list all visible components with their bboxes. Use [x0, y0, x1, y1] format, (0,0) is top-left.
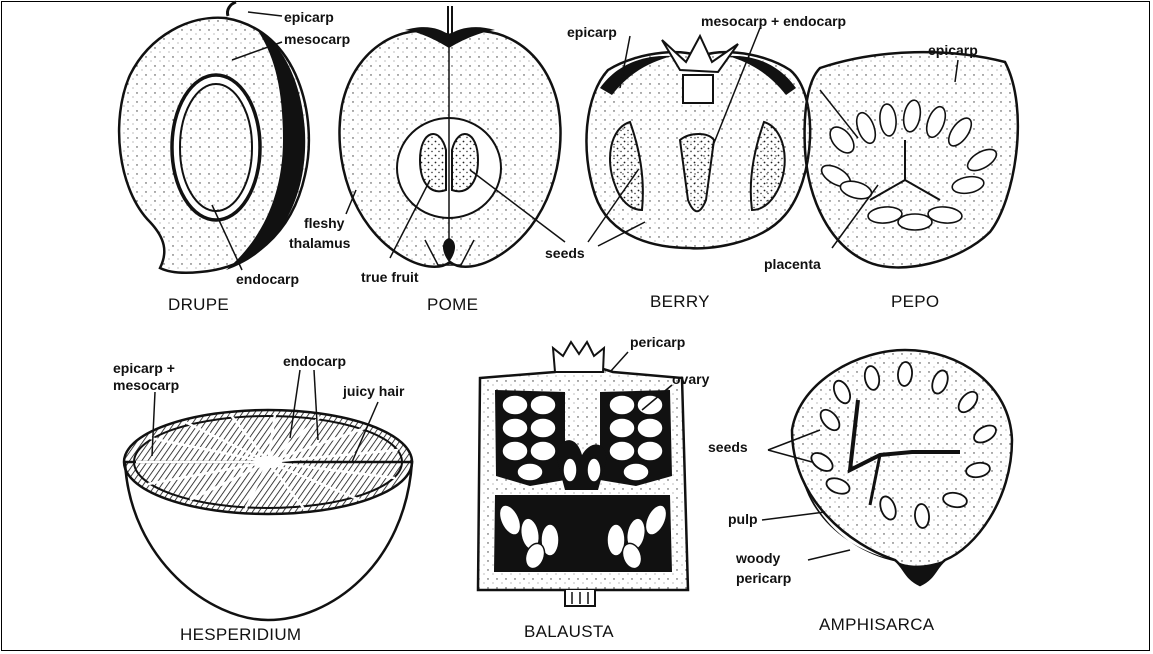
pome-true-fruit-label: true fruit	[361, 270, 419, 285]
amphisarca-name: AMPHISARCA	[819, 615, 934, 635]
balausta-pericarp-label: pericarp	[630, 335, 685, 350]
hesperidium-endocarp-label: endocarp	[283, 354, 346, 369]
amphisarca-pulp-label: pulp	[728, 512, 758, 527]
pome-thalamus-label: thalamus	[289, 236, 350, 251]
amphisarca-woody-label: woody	[736, 551, 780, 566]
hesperidium-name: HESPERIDIUM	[180, 625, 301, 645]
pome-name: POME	[427, 295, 478, 315]
amphisarca-pericarp-label: pericarp	[736, 571, 791, 586]
drupe-name: DRUPE	[168, 295, 229, 315]
balausta-drawing	[478, 342, 688, 606]
berry-mesocarp-endocarp-label: mesocarp + endocarp	[701, 14, 846, 29]
berry-seeds-label: seeds	[545, 246, 585, 261]
pome-fleshy-label: fleshy	[304, 216, 344, 231]
pome-drawing	[339, 6, 560, 267]
drupe-epicarp-label: epicarp	[284, 10, 334, 25]
balausta-ovary-label: ovary	[672, 372, 709, 387]
hesperidium-mesocarp-label: mesocarp	[113, 378, 179, 393]
hesperidium-epicarp-label: epicarp +	[113, 361, 175, 376]
pepo-drawing	[805, 52, 1018, 267]
berry-epicarp-label: epicarp	[567, 25, 617, 40]
berry-drawing	[586, 28, 810, 248]
berry-name: BERRY	[650, 292, 710, 312]
pepo-placenta-label: placenta	[764, 257, 821, 272]
drupe-endocarp-label: endocarp	[236, 272, 299, 287]
amphisarca-drawing	[762, 350, 1012, 585]
amphisarca-seeds-label: seeds	[708, 440, 748, 455]
pepo-name: PEPO	[891, 292, 939, 312]
drupe-mesocarp-label: mesocarp	[284, 32, 350, 47]
hesperidium-juicy-hair-label: juicy hair	[343, 384, 404, 399]
hesperidium-drawing	[124, 370, 412, 620]
balausta-name: BALAUSTA	[524, 622, 614, 642]
drupe-drawing	[119, 2, 309, 273]
pepo-epicarp-label: epicarp	[928, 43, 978, 58]
